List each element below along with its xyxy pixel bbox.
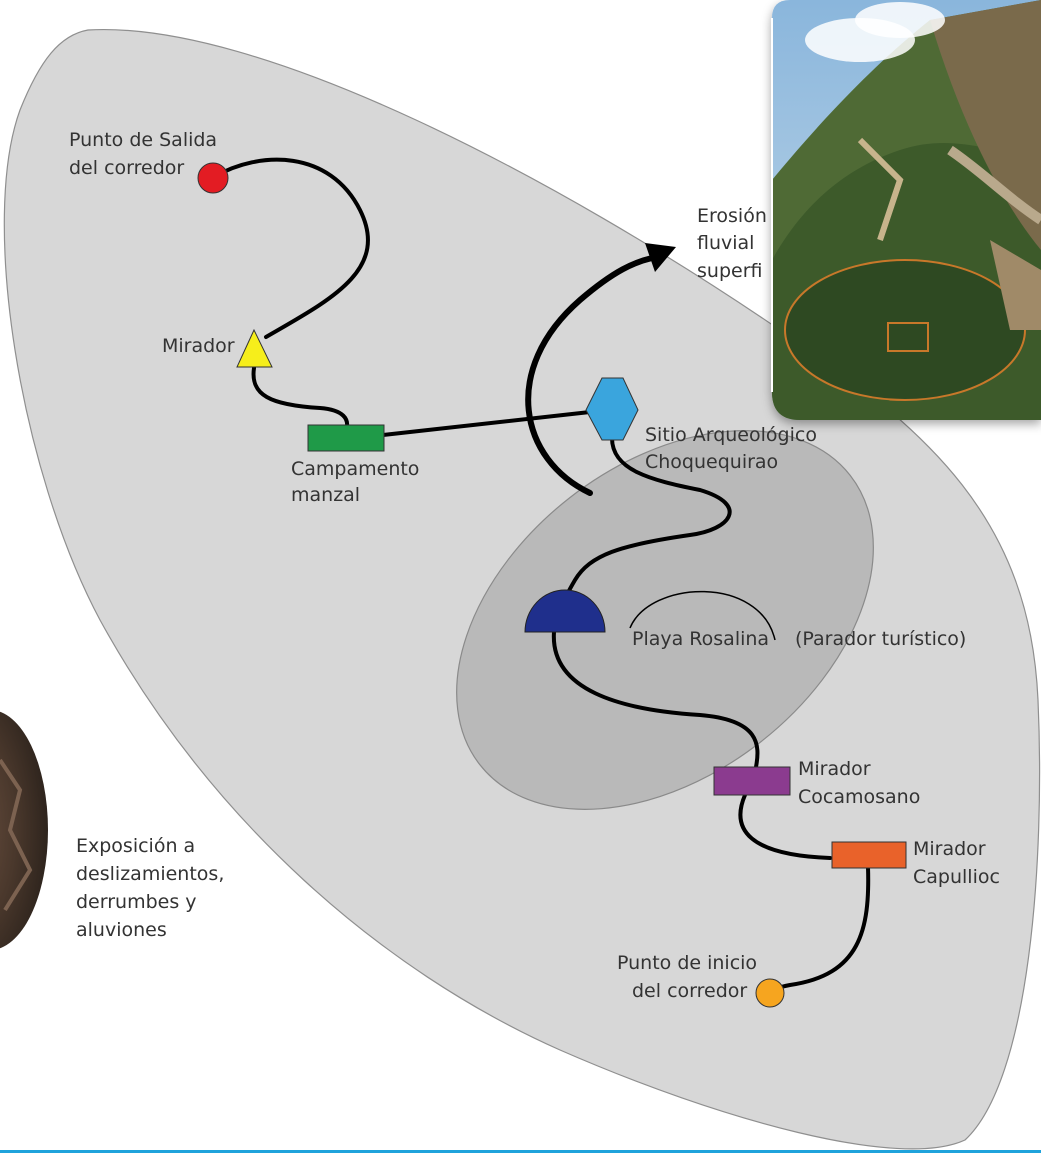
orange-rectangle-icon	[831, 841, 907, 869]
label-mirador-cocamosano-2: Cocamosano	[798, 786, 920, 808]
label-parador: (Parador turístico)	[795, 628, 966, 650]
label-playa: Playa Rosalina	[632, 628, 769, 650]
label-punto-inicio-1: Punto de inicio	[617, 952, 757, 974]
bottom-accent-line	[0, 1150, 1041, 1153]
playa-arc	[629, 590, 776, 641]
orange-circle-icon	[755, 978, 785, 1008]
label-campamento-1: Campamento	[291, 458, 419, 480]
label-mirador-capullioc-1: Mirador	[913, 838, 986, 860]
mountain-photo	[771, 0, 1041, 421]
inner-risk-zone	[456, 430, 874, 810]
label-punto-inicio-2: del corredor	[632, 980, 747, 1002]
route-segment-sitio-playa	[563, 436, 732, 604]
label-mirador-cocamosano-1: Mirador	[798, 758, 871, 780]
label-exposicion-1: Exposición a	[76, 835, 195, 857]
label-erosion-2: fluvial	[697, 232, 754, 254]
label-punto-salida-1: Punto de Salida	[69, 129, 217, 151]
label-sitio-2: Choquequirao	[645, 451, 778, 473]
route-segment-mirador-campamento	[251, 366, 350, 429]
route-segment-cocamosano-capullioc	[738, 793, 832, 860]
label-mirador-capullioc-2: Capullioc	[913, 866, 1000, 888]
label-exposicion-3: derrumbes y	[76, 891, 197, 913]
label-exposicion-2: deslizamientos,	[76, 863, 224, 885]
label-erosion-1: Erosión	[697, 205, 767, 227]
yellow-triangle-icon	[236, 328, 273, 368]
label-exposicion-4: aluviones	[76, 919, 167, 941]
label-sitio-1: Sitio Arqueológico	[645, 424, 817, 446]
label-erosion-3: superfi	[697, 260, 762, 282]
route-segment-salida-mirador	[212, 157, 370, 339]
erosion-arrow	[525, 243, 676, 496]
purple-rectangle-icon	[713, 766, 791, 796]
route-segment-playa-cocamosano	[551, 630, 760, 769]
label-punto-salida-2: del corredor	[69, 157, 184, 179]
landslide-photo	[0, 711, 48, 949]
red-circle-icon	[197, 162, 229, 194]
label-campamento-2: manzal	[291, 484, 360, 506]
label-mirador: Mirador	[162, 335, 235, 357]
route-segment-campamento-sitio	[381, 410, 592, 437]
navy-semicircle-icon	[524, 589, 606, 633]
green-rectangle-icon	[307, 424, 385, 452]
blue-hexagon-icon	[585, 377, 639, 441]
